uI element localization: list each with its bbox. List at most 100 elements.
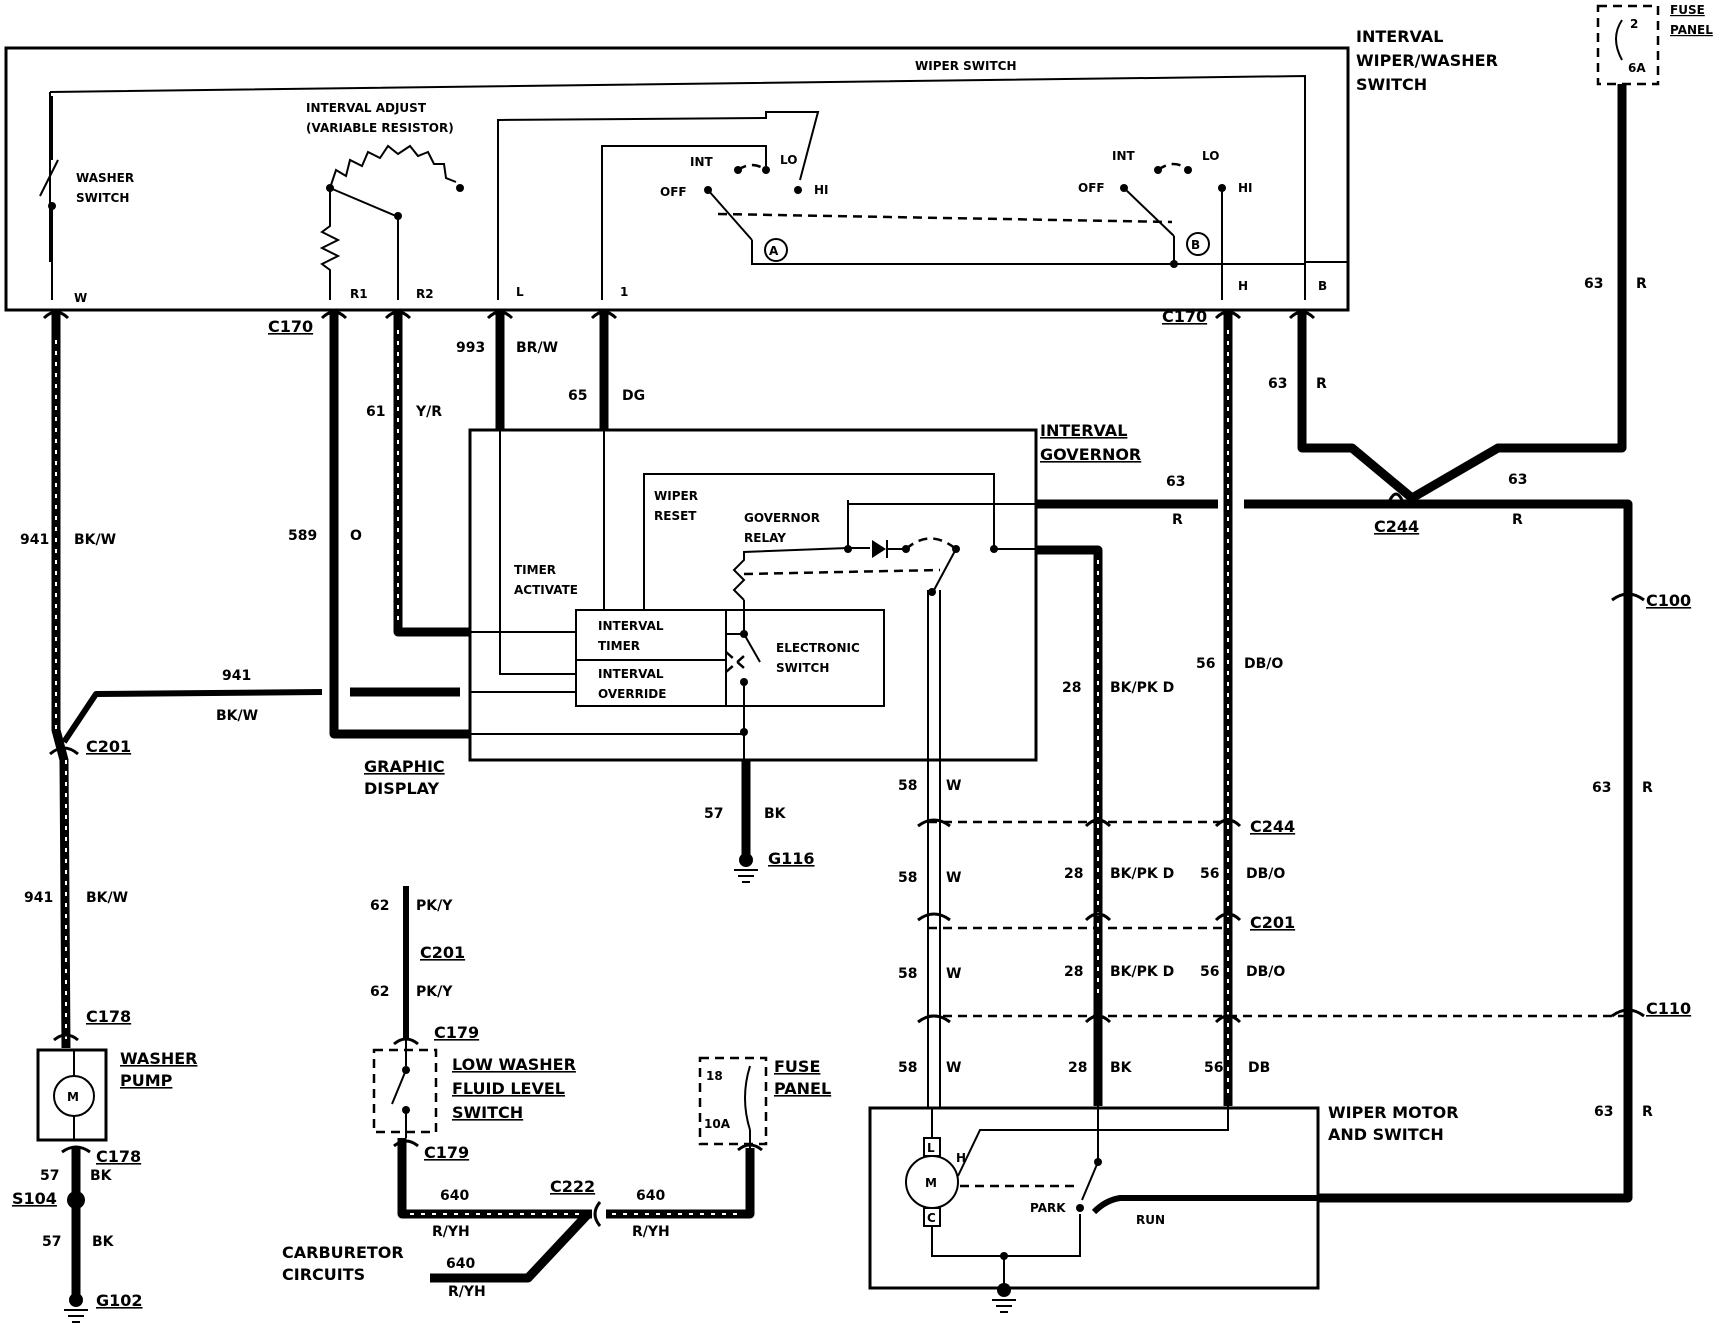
w63-mid-right-color: R: [1512, 512, 1523, 528]
w58-2-color: W: [946, 870, 961, 886]
w56-2-color: DB/O: [1246, 866, 1285, 882]
w56-3-color: DB/O: [1246, 964, 1285, 980]
c201-mid-label: C201: [1250, 913, 1295, 932]
fuse-panel-top: 2 6A FUSE PANEL: [1596, 3, 1713, 86]
w62-top-num: 62: [370, 898, 389, 914]
switch-title-2: WIPER/WASHER: [1356, 51, 1498, 70]
ground-g102-icon: [64, 1293, 88, 1323]
w941-low-num: 941: [24, 890, 53, 906]
w61-color: Y/R: [415, 404, 442, 420]
w589-color: O: [350, 528, 362, 544]
ground-motor-icon: [992, 1283, 1016, 1313]
washer-pump-title-1: WASHER: [120, 1049, 197, 1068]
w640-b-num: 640: [636, 1188, 665, 1204]
w941-horiz-color: BK/W: [216, 708, 258, 724]
fuse-top-rating: 6A: [1628, 61, 1646, 75]
w63-b-down-color: R: [1316, 376, 1327, 392]
w28-3-color: BK/PK D: [1110, 964, 1174, 980]
governor-relay-2: RELAY: [744, 531, 786, 545]
w63-top-right-num: 63: [1584, 276, 1603, 292]
connector-labels: C170 C170 C244 C100 C201 C244 C201 C201 …: [12, 307, 1691, 1310]
w56-1-color: DB/O: [1244, 656, 1283, 672]
washer-pump: M WASHER PUMP: [36, 1048, 197, 1142]
w63-gov-num: 63: [1166, 474, 1185, 490]
left-lo-label: LO: [780, 153, 797, 167]
w993-color: BR/W: [516, 340, 558, 356]
terminal-1: 1: [620, 285, 628, 299]
wires: [51, 84, 1633, 1296]
wiper-motor-l: L: [927, 1141, 935, 1155]
connector-symbols: [42, 310, 1645, 1227]
ground-g116-icon: [734, 853, 758, 883]
connector-dashes: [928, 820, 1628, 1018]
terminal-w: W: [74, 291, 87, 305]
wiper-motor-title-1: WIPER MOTOR: [1328, 1103, 1459, 1122]
wiper-motor-m: M: [925, 1176, 937, 1190]
fuse-top-title-2: PANEL: [1670, 23, 1713, 37]
carburetor-circuits-2: CIRCUITS: [282, 1265, 365, 1284]
s104-label: S104: [12, 1189, 57, 1208]
w28-2-color: BK/PK D: [1110, 866, 1174, 882]
w28-4-num: 28: [1068, 1060, 1087, 1076]
interval-timer-2: TIMER: [598, 639, 640, 653]
ground-symbols: [64, 853, 1016, 1323]
w62-low-num: 62: [370, 984, 389, 1000]
c178-top-label: C178: [86, 1007, 131, 1026]
w941-top-num: 941: [20, 532, 49, 548]
low-washer-title-3: SWITCH: [452, 1103, 523, 1122]
wiper-switch-label: WIPER SWITCH: [915, 59, 1017, 73]
wiper-motor-and-switch: WIPER MOTOR AND SWITCH M L C H PARK RUN: [868, 1103, 1459, 1290]
w941-top-color: BK/W: [74, 532, 116, 548]
w63-b-down-num: 63: [1268, 376, 1287, 392]
w57-gov-num: 57: [704, 806, 723, 822]
w640-a-color: R/YH: [432, 1224, 470, 1240]
w28-4-color: BK: [1110, 1060, 1133, 1076]
right-hi-label: HI: [1238, 181, 1253, 195]
c244-top-label: C244: [1374, 517, 1419, 536]
terminal-b: B: [1318, 279, 1327, 293]
c100-label: C100: [1646, 591, 1691, 610]
c178-bottom-label: C178: [96, 1147, 141, 1166]
w58-2-num: 58: [898, 870, 917, 886]
w28-2-num: 28: [1064, 866, 1083, 882]
w63-top-right-color: R: [1636, 276, 1647, 292]
wiper-motor-title-2: AND SWITCH: [1328, 1125, 1444, 1144]
c222-label: C222: [550, 1177, 595, 1196]
right-int-label: INT: [1112, 149, 1136, 163]
w56-1-num: 56: [1196, 656, 1215, 672]
interval-override-1: INTERVAL: [598, 667, 664, 681]
wiper-motor-c: C: [927, 1211, 936, 1225]
w640-c-color: R/YH: [448, 1284, 486, 1300]
run-label: RUN: [1136, 1213, 1165, 1227]
c201-left-label: C201: [86, 737, 131, 756]
w589-num: 589: [288, 528, 317, 544]
w62-top-color: PK/Y: [416, 898, 453, 914]
right-lo-label: LO: [1202, 149, 1219, 163]
w63-right-mid-color: R: [1642, 780, 1653, 796]
g116-label: G116: [768, 849, 815, 868]
w56-3-num: 56: [1200, 964, 1219, 980]
terminal-r2: R2: [416, 287, 434, 301]
c110-label: C110: [1646, 999, 1691, 1018]
w65-num: 65: [568, 388, 587, 404]
w640-a-num: 640: [440, 1188, 469, 1204]
w56-4-num: 56: [1204, 1060, 1223, 1076]
interval-adjust-label-1: INTERVAL ADJUST: [306, 101, 427, 115]
w57-a-num: 57: [40, 1168, 59, 1184]
washer-pump-title-2: PUMP: [120, 1071, 173, 1090]
wiper-reset-1: WIPER: [654, 489, 698, 503]
governor-title-2: GOVERNOR: [1040, 445, 1141, 464]
w62-low-color: PK/Y: [416, 984, 453, 1000]
interval-wiper-washer-switch: INTERVAL WIPER/WASHER SWITCH WIPER SWITC…: [4, 27, 1498, 312]
w28-1-color: BK/PK D: [1110, 680, 1174, 696]
c244-mid-label: C244: [1250, 817, 1295, 836]
washer-switch-label-2: SWITCH: [76, 191, 129, 205]
w63-gov-color: R: [1172, 512, 1183, 528]
w58-4-num: 58: [898, 1060, 917, 1076]
fuse-top-number: 2: [1630, 17, 1638, 31]
timer-activate-1: TIMER: [514, 563, 556, 577]
w57-b-color: BK: [92, 1234, 115, 1250]
low-washer-fluid-level-switch: LOW WASHER FLUID LEVEL SWITCH: [372, 1040, 576, 1138]
c170-right-label: C170: [1162, 307, 1207, 326]
w28-1-num: 28: [1062, 680, 1081, 696]
